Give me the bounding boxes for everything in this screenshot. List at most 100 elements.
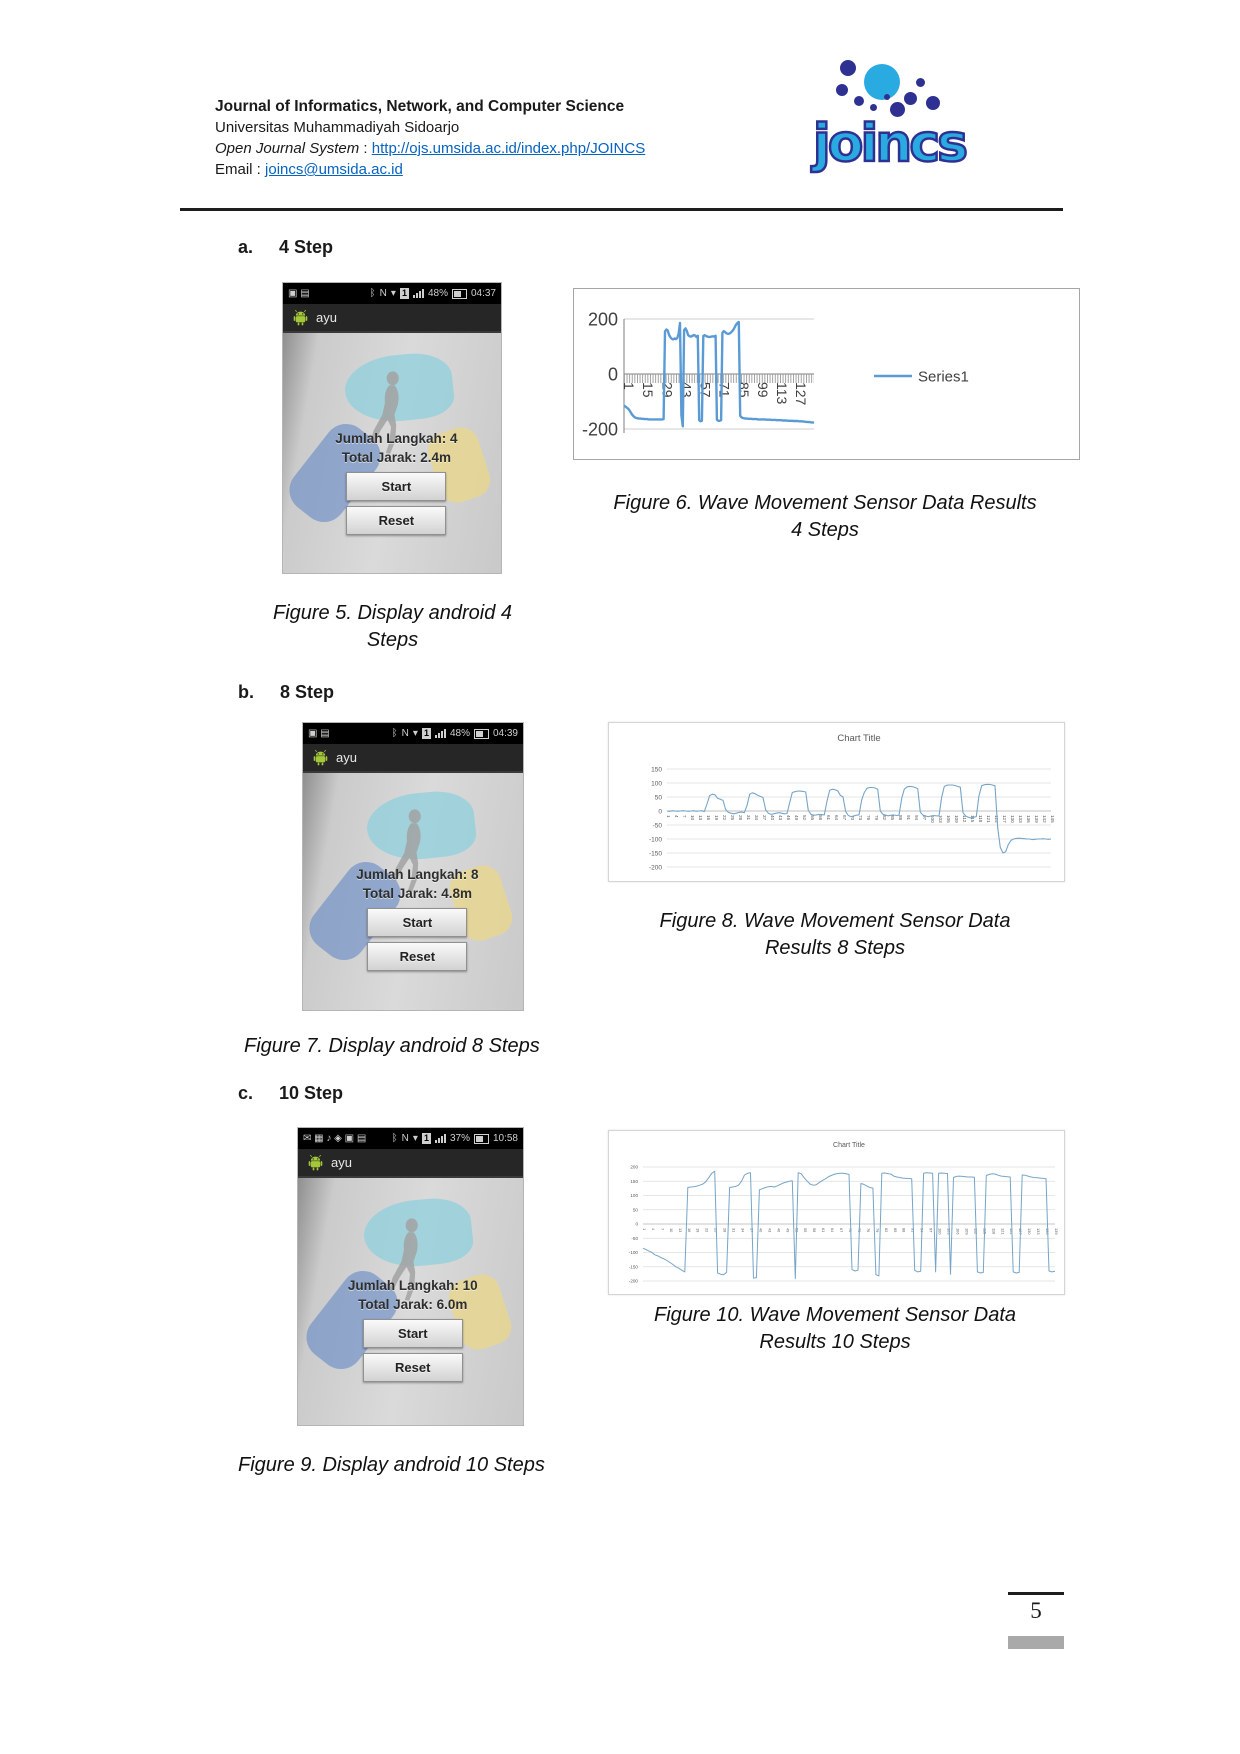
svg-text:-150: -150 xyxy=(629,1264,639,1269)
svg-text:-200: -200 xyxy=(582,419,618,439)
section-heading-a: a. 4 Step xyxy=(238,237,333,258)
svg-text:109: 109 xyxy=(964,1228,969,1235)
svg-text:112: 112 xyxy=(962,815,967,823)
svg-text:82: 82 xyxy=(884,1228,889,1232)
start-button[interactable]: Start xyxy=(346,472,447,501)
svg-text:150: 150 xyxy=(651,766,662,773)
svg-text:1: 1 xyxy=(642,1228,647,1230)
section-marker: c. xyxy=(238,1083,254,1103)
svg-text:76: 76 xyxy=(866,1228,871,1232)
section-title: 10 Step xyxy=(279,1083,344,1103)
svg-text:7: 7 xyxy=(682,815,687,818)
sim-badge: 1 xyxy=(421,1133,431,1144)
clock: 04:39 xyxy=(492,728,518,739)
svg-text:106: 106 xyxy=(955,1228,960,1235)
bluetooth-icon: ᛒ xyxy=(369,288,376,299)
signal-icon xyxy=(434,729,446,738)
svg-text:10: 10 xyxy=(669,1228,674,1233)
svg-text:91: 91 xyxy=(906,815,911,821)
svg-text:16: 16 xyxy=(687,1228,692,1232)
svg-text:100: 100 xyxy=(630,1193,638,1198)
section-marker: b. xyxy=(238,682,254,702)
distance-label: Total Jarak: 4.8m xyxy=(362,886,473,901)
svg-text:139: 139 xyxy=(1054,1228,1059,1235)
email-link[interactable]: joincs@umsida.ac.id xyxy=(265,161,403,178)
wifi-icon: ▾ xyxy=(412,1133,418,1144)
distance-label: Total Jarak: 2.4m xyxy=(341,450,452,465)
svg-text:4: 4 xyxy=(651,1228,656,1231)
svg-text:136: 136 xyxy=(1026,815,1031,823)
logo-dot xyxy=(870,104,877,111)
svg-text:64: 64 xyxy=(834,815,839,821)
figure10-caption: Figure 10. Wave Movement Sensor Data Res… xyxy=(653,1304,1017,1353)
walking-person-icon xyxy=(389,1218,418,1301)
logo-dot xyxy=(926,96,940,110)
svg-text:40: 40 xyxy=(758,1228,763,1233)
app-title: ayu xyxy=(336,750,357,765)
svg-text:16: 16 xyxy=(706,815,711,821)
bluetooth-icon: ᛒ xyxy=(391,1133,398,1144)
svg-text:118: 118 xyxy=(978,815,983,823)
notification-icons: ▣ ▤ xyxy=(288,288,310,299)
svg-text:113: 113 xyxy=(774,382,790,405)
svg-text:94: 94 xyxy=(914,815,919,821)
battery-icon xyxy=(451,288,467,299)
svg-text:121: 121 xyxy=(986,815,991,823)
svg-text:49: 49 xyxy=(785,1228,790,1232)
svg-text:-100: -100 xyxy=(629,1250,639,1255)
svg-text:-100: -100 xyxy=(649,836,662,843)
svg-text:46: 46 xyxy=(776,1228,781,1232)
steps-count-label: Jumlah Langkah: 8 xyxy=(356,867,479,882)
battery-percent: 37% xyxy=(449,1133,470,1144)
journal-header: Journal of Informatics, Network, and Com… xyxy=(215,96,815,180)
svg-text:121: 121 xyxy=(1000,1228,1005,1235)
page-number: 5 xyxy=(1030,1598,1042,1623)
ojs-separator: : xyxy=(359,140,372,157)
section-title: 8 Step xyxy=(280,682,335,702)
logo-dot xyxy=(854,96,864,106)
figure8-caption: Figure 8. Wave Movement Sensor Data Resu… xyxy=(659,910,1011,959)
start-button[interactable]: Start xyxy=(362,1319,463,1348)
clock: 10:58 xyxy=(492,1133,518,1144)
signal-icon xyxy=(412,289,424,298)
ojs-url-link[interactable]: http://ojs.umsida.ac.id/index.php/JOINCS xyxy=(371,140,646,157)
sim-badge: 1 xyxy=(421,728,431,739)
svg-text:71: 71 xyxy=(717,382,733,398)
battery-percent: 48% xyxy=(449,728,470,739)
svg-text:55: 55 xyxy=(810,815,815,821)
svg-text:46: 46 xyxy=(786,815,791,821)
svg-text:100: 100 xyxy=(930,815,935,823)
clock: 04:37 xyxy=(470,288,496,299)
svg-text:58: 58 xyxy=(812,1228,817,1232)
reset-button[interactable]: Reset xyxy=(362,1353,463,1382)
reset-button[interactable]: Reset xyxy=(367,942,468,971)
app-title-bar: ayu xyxy=(303,744,523,773)
svg-text:49: 49 xyxy=(794,815,799,821)
svg-text:100: 100 xyxy=(651,780,662,787)
svg-text:58: 58 xyxy=(818,815,823,821)
start-button[interactable]: Start xyxy=(367,908,468,937)
svg-text:133: 133 xyxy=(1018,815,1023,823)
journal-email-line: Email : joincs@umsida.ac.id xyxy=(215,159,815,180)
svg-text:200: 200 xyxy=(588,309,618,329)
svg-text:67: 67 xyxy=(842,815,847,821)
notification-icons: ✉ ▦ ♪ ◈ ▣ ▤ xyxy=(303,1133,367,1144)
svg-text:0: 0 xyxy=(658,808,662,815)
svg-text:145: 145 xyxy=(1050,815,1055,823)
svg-text:97: 97 xyxy=(922,815,927,821)
reset-button[interactable]: Reset xyxy=(346,506,447,535)
android-screenshot-4steps: ▣ ▤ ᛒ N ▾ 1 48% 04:37 ayu Jumlah Langkah… xyxy=(283,283,501,573)
app-body: Jumlah Langkah: 4 Total Jarak: 2.4m Star… xyxy=(283,333,501,573)
logo-dot xyxy=(836,84,848,96)
journal-university: Universitas Muhammadiyah Sidoarjo xyxy=(215,119,460,136)
svg-text:103: 103 xyxy=(938,815,943,823)
walking-person-icon xyxy=(370,371,399,454)
svg-text:85: 85 xyxy=(736,382,752,398)
svg-text:31: 31 xyxy=(732,1228,737,1232)
svg-text:88: 88 xyxy=(898,815,903,821)
svg-text:127: 127 xyxy=(793,382,809,406)
logo-dot xyxy=(864,64,900,100)
